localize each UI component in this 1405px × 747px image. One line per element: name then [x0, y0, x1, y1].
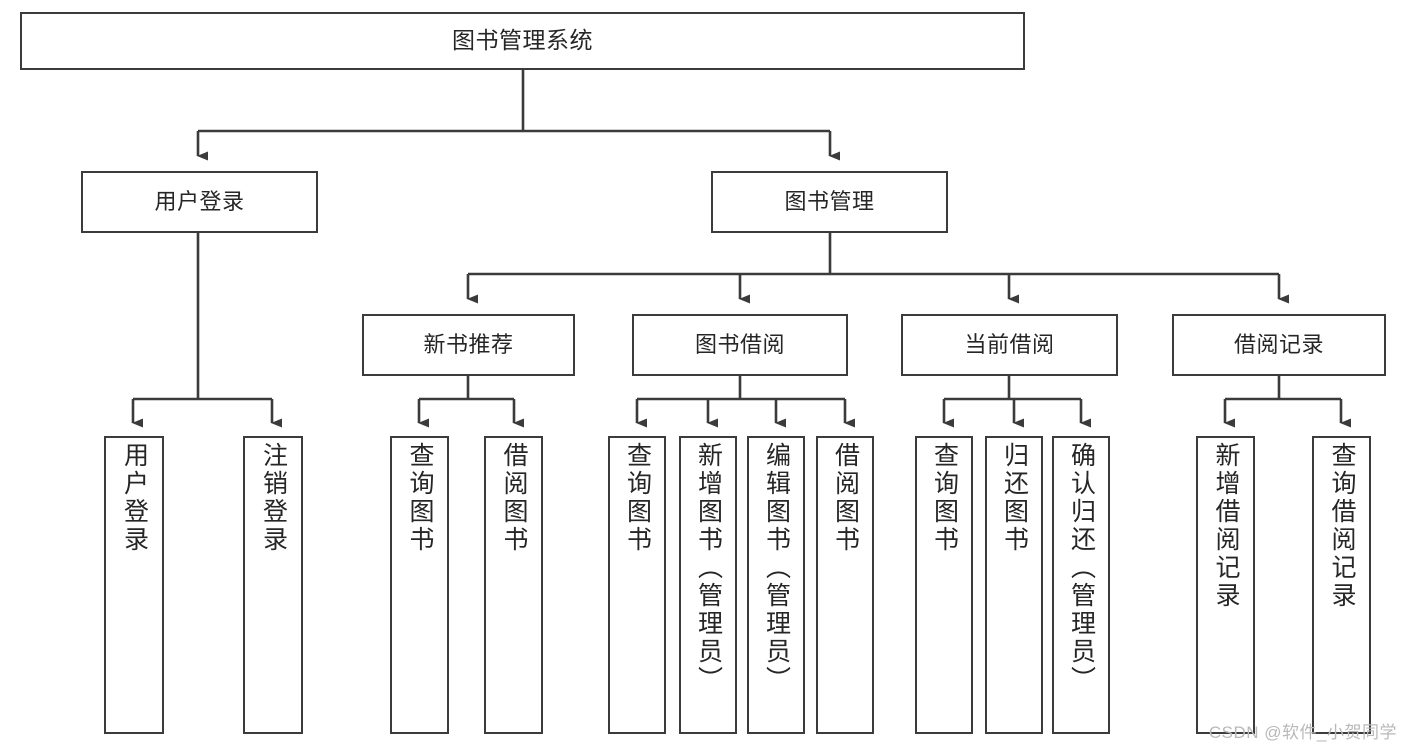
leaf-newbook-query-book[interactable]: 查询图书: [390, 436, 449, 734]
node-new-book-recommend-label: 新书推荐: [423, 331, 514, 357]
node-current-borrow-label: 当前借阅: [964, 331, 1055, 357]
leaf-borrowrecord-query-record-label: 查询借阅记录: [1328, 442, 1356, 610]
leaf-bookborrow-edit-book-label: 编辑图书（管理员）: [762, 442, 791, 694]
node-book-borrow-label: 图书借阅: [694, 331, 785, 357]
leaf-logout[interactable]: 注销登录: [243, 436, 303, 734]
node-borrow-record-label: 借阅记录: [1233, 331, 1324, 357]
node-borrow-record[interactable]: 借阅记录: [1172, 314, 1386, 376]
leaf-currentborrow-return-book-label: 归还图书: [1000, 442, 1029, 554]
node-new-book-recommend[interactable]: 新书推荐: [362, 314, 575, 376]
csdn-watermark: CSDN @软件_小贺同学: [1208, 723, 1397, 742]
leaf-currentborrow-query-book[interactable]: 查询图书: [915, 436, 973, 734]
node-book-manage-label: 图书管理: [784, 188, 875, 214]
leaf-borrowrecord-add-record[interactable]: 新增借阅记录: [1196, 436, 1255, 734]
leaf-newbook-query-book-label: 查询图书: [406, 442, 434, 554]
leaf-logout-label: 注销登录: [259, 442, 288, 554]
leaf-bookborrow-borrow-book[interactable]: 借阅图书: [816, 436, 874, 734]
leaf-user-login-label: 用户登录: [120, 442, 149, 554]
leaf-currentborrow-confirm-return[interactable]: 确认归还（管理员）: [1052, 436, 1110, 734]
leaf-bookborrow-borrow-book-label: 借阅图书: [831, 442, 860, 554]
leaf-user-login[interactable]: 用户登录: [104, 436, 164, 734]
node-root[interactable]: 图书管理系统: [20, 12, 1025, 70]
leaf-borrowrecord-add-record-label: 新增借阅记录: [1212, 442, 1240, 610]
node-root-label: 图书管理系统: [452, 27, 593, 54]
node-user-login[interactable]: 用户登录: [81, 171, 318, 233]
leaf-newbook-borrow-book[interactable]: 借阅图书: [484, 436, 543, 734]
leaf-currentborrow-query-book-label: 查询图书: [930, 442, 959, 554]
leaf-newbook-borrow-book-label: 借阅图书: [500, 442, 528, 554]
node-book-manage[interactable]: 图书管理: [711, 171, 948, 233]
leaf-bookborrow-edit-book[interactable]: 编辑图书（管理员）: [747, 436, 805, 734]
leaf-bookborrow-query-book-label: 查询图书: [623, 442, 652, 554]
leaf-currentborrow-return-book[interactable]: 归还图书: [985, 436, 1043, 734]
leaf-borrowrecord-query-record[interactable]: 查询借阅记录: [1312, 436, 1371, 734]
leaf-bookborrow-query-book[interactable]: 查询图书: [608, 436, 666, 734]
leaf-bookborrow-add-book-label: 新增图书（管理员）: [694, 442, 723, 694]
leaf-currentborrow-confirm-return-label: 确认归还（管理员）: [1067, 442, 1096, 694]
leaf-bookborrow-add-book[interactable]: 新增图书（管理员）: [679, 436, 737, 734]
node-book-borrow[interactable]: 图书借阅: [632, 314, 848, 376]
node-current-borrow[interactable]: 当前借阅: [901, 314, 1118, 376]
node-user-login-label: 用户登录: [154, 188, 245, 214]
